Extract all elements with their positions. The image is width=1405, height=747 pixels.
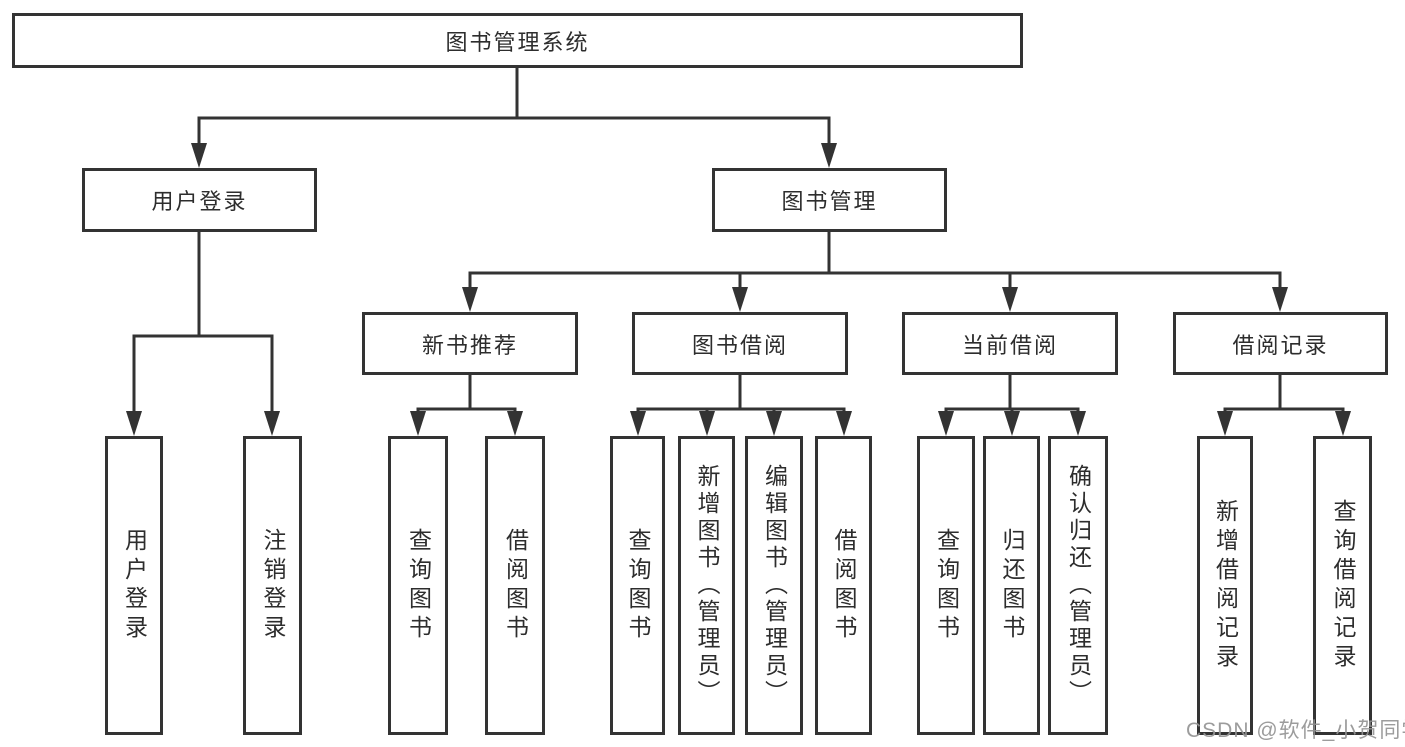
leaf-confirm-return-admin: 确认归还（管理员）: [1048, 436, 1108, 735]
node-book-management-label: 图书管理: [781, 189, 878, 214]
connector-root-to-level2: [191, 68, 837, 168]
node-new-book-recommend-label: 新书推荐: [421, 332, 518, 358]
leaf-borrow-books-label: 借阅图书: [831, 527, 857, 644]
leaf-add-books-admin-label: 新增图书（管理员）: [694, 464, 720, 707]
leaf-recommend-borrow-books-label: 借阅图书: [502, 527, 529, 644]
leaf-edit-books-admin-label: 编辑图书（管理员）: [761, 464, 788, 707]
node-borrowing-records-label: 借阅记录: [1232, 332, 1329, 358]
leaf-borrow-books: 借阅图书: [815, 436, 872, 735]
leaf-add-borrow-record: 新增借阅记录: [1197, 436, 1253, 735]
leaf-current-query-books: 查询图书: [917, 436, 975, 735]
node-current-borrowing: 当前借阅: [902, 312, 1118, 375]
leaf-return-books: 归还图书: [983, 436, 1040, 735]
leaf-user-login: 用户登录: [105, 436, 163, 735]
node-current-borrowing-label: 当前借阅: [961, 332, 1058, 358]
node-book-management: 图书管理: [712, 168, 947, 232]
node-book-borrowing: 图书借阅: [632, 312, 848, 375]
leaf-add-borrow-record-label: 新增借阅记录: [1212, 498, 1239, 673]
csdn-watermark: CSDN @软件_小贺同学: [1186, 719, 1405, 742]
connector-borrowrecords-to-leaves: [1217, 375, 1351, 436]
node-root: 图书管理系统: [12, 13, 1023, 68]
leaf-logout: 注销登录: [243, 436, 302, 735]
node-user-login-label: 用户登录: [151, 189, 248, 214]
node-new-book-recommend: 新书推荐: [362, 312, 578, 375]
leaf-query-borrow-record: 查询借阅记录: [1313, 436, 1372, 735]
leaf-return-books-label: 归还图书: [999, 527, 1025, 644]
leaf-confirm-return-admin-label: 确认归还（管理员）: [1065, 464, 1092, 707]
node-root-label: 图书管理系统: [445, 29, 590, 55]
leaf-borrow-query-books-label: 查询图书: [625, 527, 651, 644]
leaf-edit-books-admin: 编辑图书（管理员）: [745, 436, 803, 735]
leaf-recommend-query-books-label: 查询图书: [405, 527, 432, 644]
node-book-borrowing-label: 图书借阅: [691, 332, 788, 358]
leaf-query-borrow-record-label: 查询借阅记录: [1330, 498, 1356, 673]
connector-currentborrow-to-leaves: [938, 375, 1086, 436]
leaf-borrow-query-books: 查询图书: [610, 436, 665, 735]
leaf-add-books-admin: 新增图书（管理员）: [678, 436, 735, 735]
leaf-user-login-label: 用户登录: [121, 527, 148, 644]
node-user-login: 用户登录: [82, 168, 317, 232]
connector-bookborrow-to-leaves: [630, 375, 852, 436]
connector-newbookrec-to-leaves: [410, 375, 523, 436]
connector-userlogin-to-leaves: [126, 232, 280, 436]
leaf-current-query-books-label: 查询图书: [933, 527, 960, 644]
leaf-recommend-query-books: 查询图书: [388, 436, 448, 735]
connector-bookmgmt-to-level3: [462, 232, 1288, 312]
node-borrowing-records: 借阅记录: [1173, 312, 1388, 375]
leaf-logout-label: 注销登录: [260, 527, 286, 644]
leaf-recommend-borrow-books: 借阅图书: [485, 436, 545, 735]
